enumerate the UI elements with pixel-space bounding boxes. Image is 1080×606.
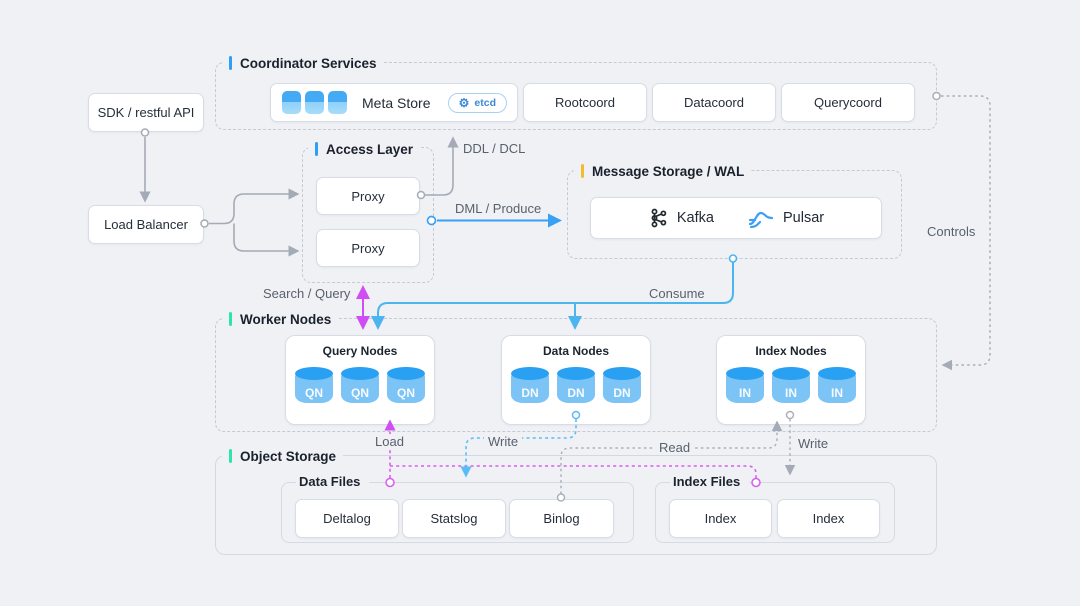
load-balancer-node: Load Balancer <box>88 205 204 244</box>
edge-label-search-query: Search / Query <box>259 286 355 301</box>
qn-cylinder-icon: QN <box>295 367 333 403</box>
green-accent-bar <box>229 449 232 463</box>
blue-accent-bar <box>315 142 318 156</box>
dn-cylinder-icon: DN <box>603 367 641 403</box>
data-nodes-group: Data Nodes DN DN DN <box>501 335 651 425</box>
yellow-accent-bar <box>581 164 584 178</box>
data-node-cylinders: DN DN DN <box>511 367 641 403</box>
kafka-icon <box>651 208 667 228</box>
query-nodes-group: Query Nodes QN QN QN <box>285 335 435 425</box>
message-storage-label: Message Storage / WAL <box>574 162 752 180</box>
edge-lb-to-proxy2 <box>233 223 300 257</box>
edge-label-controls: Controls <box>923 224 980 239</box>
statslog-node: Statslog <box>402 499 506 538</box>
index-file-node-2: Index <box>777 499 880 538</box>
proxy-node-2: Proxy <box>316 229 420 267</box>
datacoord-node: Datacoord <box>652 83 776 122</box>
mini-cylinder-icon <box>328 91 347 114</box>
index-node-cylinders: IN IN IN <box>726 367 856 403</box>
edge-label-read: Read <box>655 440 695 455</box>
blue-accent-bar <box>229 56 232 70</box>
qn-cylinder-icon: QN <box>387 367 425 403</box>
worker-nodes-label: Worker Nodes <box>222 310 339 328</box>
message-broker-node: Kafka Pulsar <box>590 197 882 239</box>
green-accent-bar <box>229 312 232 326</box>
pulsar-icon <box>748 211 774 228</box>
data-files-group: Data Files <box>281 474 634 543</box>
database-cylinders-icon <box>282 91 347 114</box>
mini-cylinder-icon <box>305 91 324 114</box>
edge-label-dml-produce: DML / Produce <box>451 201 546 216</box>
deltalog-node: Deltalog <box>295 499 399 538</box>
meta-store-node: Meta Store ⚙ etcd <box>270 83 518 122</box>
coordinator-services-label: Coordinator Services <box>222 54 384 72</box>
dn-cylinder-icon: DN <box>557 367 595 403</box>
pulsar-broker: Pulsar <box>748 208 824 228</box>
in-cylinder-icon: IN <box>772 367 810 403</box>
in-cylinder-icon: IN <box>818 367 856 403</box>
edge-label-consume: Consume <box>645 286 709 301</box>
edge-label-ddl-dcl: DDL / DCL <box>459 141 530 156</box>
sdk-api-node: SDK / restful API <box>88 93 204 132</box>
qn-cylinder-icon: QN <box>341 367 379 403</box>
in-cylinder-icon: IN <box>726 367 764 403</box>
querycoord-node: Querycoord <box>781 83 915 122</box>
etcd-badge: ⚙ etcd <box>447 92 507 113</box>
access-layer-label: Access Layer <box>308 140 421 158</box>
edge-label-load: Load <box>371 434 408 449</box>
query-node-cylinders: QN QN QN <box>295 367 425 403</box>
rootcoord-node: Rootcoord <box>523 83 647 122</box>
dn-cylinder-icon: DN <box>511 367 549 403</box>
kafka-broker: Kafka <box>648 208 714 228</box>
index-file-node-1: Index <box>669 499 772 538</box>
etcd-gear-icon: ⚙ <box>458 95 470 110</box>
meta-store-text: Meta Store <box>362 94 431 111</box>
edge-label-write-index: Write <box>794 436 833 451</box>
binlog-node: Binlog <box>509 499 614 538</box>
edge-lb-to-proxy1 <box>209 188 300 225</box>
index-nodes-group: Index Nodes IN IN IN <box>716 335 866 425</box>
proxy-node-1: Proxy <box>316 177 420 215</box>
edge-label-write-data: Write <box>484 434 523 449</box>
mini-cylinder-icon <box>282 91 301 114</box>
object-storage-label: Object Storage <box>222 447 344 465</box>
